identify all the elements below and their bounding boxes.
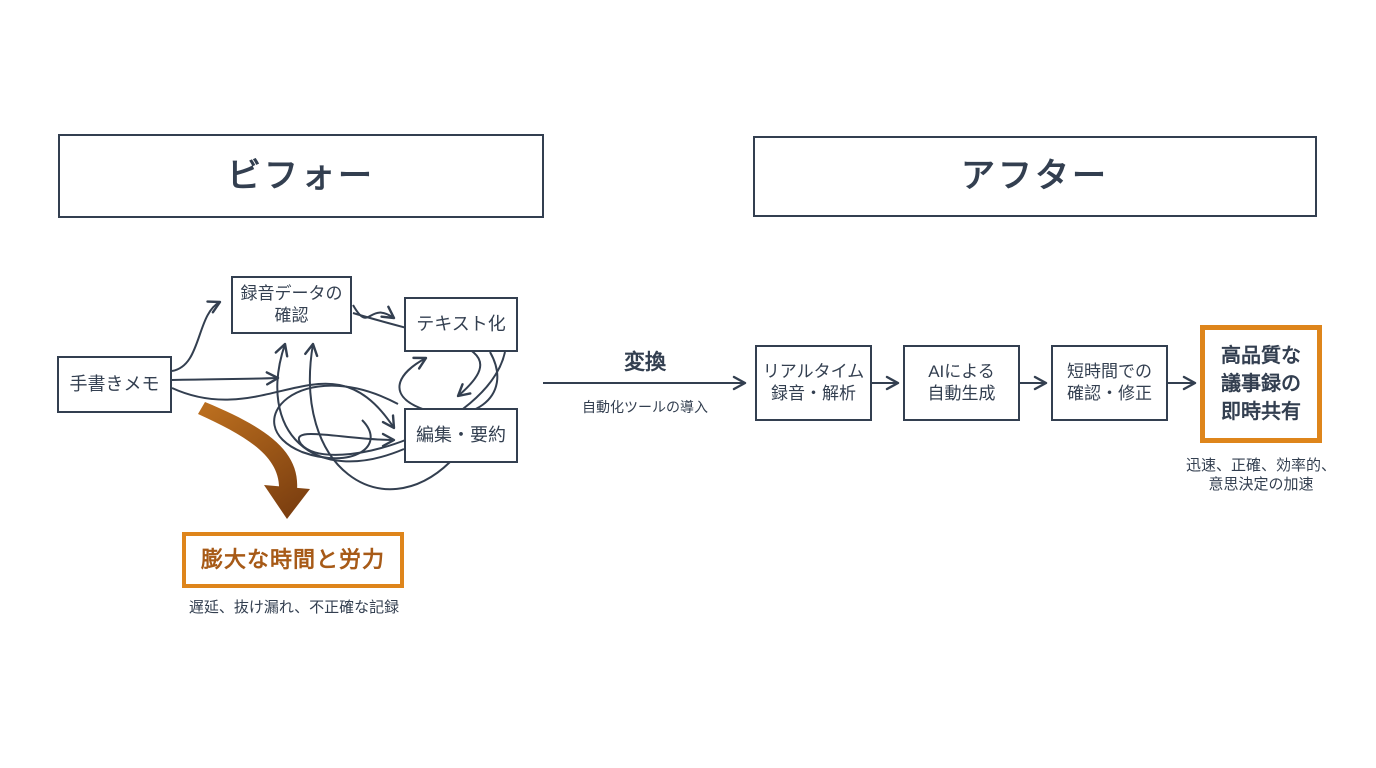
tangle-loop (273, 384, 399, 460)
tangle-arrow (398, 351, 499, 416)
after-result-box: 高品質な 議事録の 即時共有 (1200, 325, 1322, 443)
step-ai-generation: AIによる 自動生成 (903, 345, 1020, 421)
tangle-arrow (171, 300, 222, 372)
step-realtime-recording: リアルタイム 録音・解析 (755, 345, 872, 421)
tangle-arrow (304, 342, 451, 491)
after-result-caption: 迅速、正確、効率的、 意思決定の加速 (1185, 457, 1336, 493)
before-header: ビフォー (58, 134, 544, 218)
tangle-arrow (297, 351, 506, 456)
before-result-caption: 遅延、抜け漏れ、不正確な記録 (188, 599, 400, 616)
tangle-arrow (171, 382, 396, 430)
tangle-arrows (171, 300, 506, 491)
emphasis-arrow-down (198, 402, 310, 519)
transition-label: 変換 (624, 351, 666, 374)
node-transcription: テキスト化 (404, 297, 518, 352)
node-check-recording: 録音データの 確認 (231, 276, 352, 334)
tangle-arrow (171, 371, 280, 386)
after-header: アフター (753, 136, 1317, 217)
before-result-box: 膨大な時間と労力 (182, 532, 404, 588)
node-handwritten-memo: 手書きメモ (57, 356, 172, 413)
node-edit-summarize: 編集・要約 (404, 408, 518, 463)
tangle-arrow (274, 342, 405, 463)
tangle-arrow (352, 304, 396, 320)
step-quick-review: 短時間での 確認・修正 (1051, 345, 1168, 421)
transition-sublabel: 自動化ツールの導入 (582, 399, 708, 415)
